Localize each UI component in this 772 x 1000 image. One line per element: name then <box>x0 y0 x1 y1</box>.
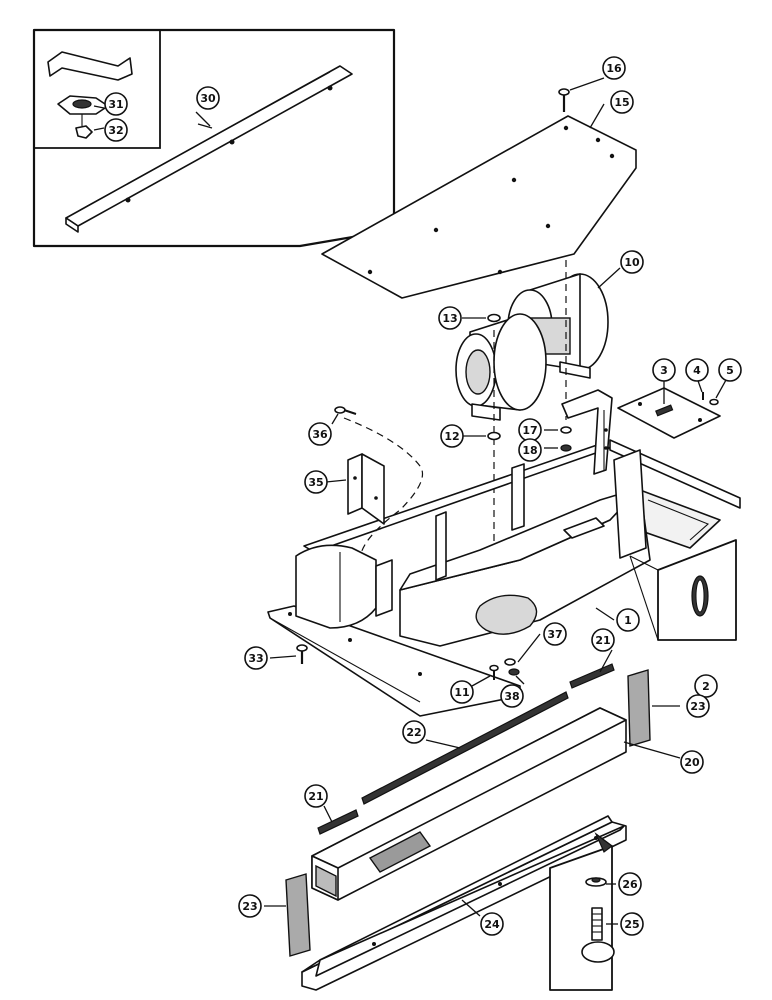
blower-duct <box>399 449 651 647</box>
callout-label: 21 <box>595 634 610 647</box>
callout-4: 4 <box>685 358 709 382</box>
callout-label: 35 <box>308 476 323 489</box>
callout-label: 30 <box>200 92 216 105</box>
callout-label: 1 <box>624 614 632 627</box>
callout-label: 22 <box>406 726 421 739</box>
callout-label: 18 <box>522 444 537 457</box>
bottom-rail <box>301 815 627 991</box>
callout-label: 15 <box>614 96 629 109</box>
callout-label: 17 <box>522 424 537 437</box>
callout-label: 25 <box>624 918 639 931</box>
callout-label: 36 <box>312 428 328 441</box>
inset-clip-bracket <box>47 51 133 139</box>
callout-label: 21 <box>308 790 323 803</box>
callout-32: 32 <box>104 118 128 142</box>
callout-label: 5 <box>726 364 734 377</box>
callout-23: 23 <box>238 894 262 918</box>
side-bracket <box>347 453 385 525</box>
callout-label: 32 <box>108 124 123 137</box>
callout-33: 33 <box>244 646 268 670</box>
callout-38: 38 <box>500 684 524 708</box>
thumbscrew-detail <box>549 832 615 991</box>
callout-label: 23 <box>690 700 705 713</box>
callout-30: 30 <box>196 86 220 110</box>
callout-label: 16 <box>606 62 622 75</box>
callout-label: 12 <box>444 430 459 443</box>
callout-2: 2 <box>694 674 718 698</box>
leader-lines <box>93 77 727 925</box>
lower-hardware <box>489 658 520 680</box>
callout-label: 3 <box>660 364 668 377</box>
callout-15: 15 <box>610 90 634 114</box>
filter-frame <box>311 707 627 901</box>
callout-26: 26 <box>618 872 642 896</box>
callout-35: 35 <box>304 470 328 494</box>
callout-label: 4 <box>693 364 701 377</box>
callout-label: 20 <box>684 756 700 769</box>
support-brackets <box>435 389 613 581</box>
callout-label: 13 <box>442 312 457 325</box>
callout-18: 18 <box>518 438 542 462</box>
blower-hardware <box>487 313 572 452</box>
callout-12: 12 <box>440 424 464 448</box>
callout-36: 36 <box>308 422 332 446</box>
callout-label: 24 <box>484 918 500 931</box>
cover-screw <box>558 88 570 112</box>
callout-label: 2 <box>702 680 710 693</box>
frame-bolt <box>296 644 308 664</box>
callout-label: 26 <box>622 878 638 891</box>
callout-31: 31 <box>104 92 128 116</box>
callout-3: 3 <box>652 358 676 382</box>
callout-11: 11 <box>450 680 474 704</box>
callout-1: 1 <box>616 608 640 632</box>
callout-label: 23 <box>242 900 257 913</box>
callout-21: 21 <box>304 784 328 808</box>
seal-strips <box>317 663 615 835</box>
callout-22: 22 <box>402 720 426 744</box>
grommet-detail-frame <box>629 539 737 641</box>
cover-plate <box>321 115 637 299</box>
callout-16: 16 <box>602 56 626 80</box>
housing-block <box>295 544 393 629</box>
callout-21: 21 <box>591 628 615 652</box>
callout-23: 23 <box>686 694 710 718</box>
callout-24: 24 <box>480 912 504 936</box>
callout-label: 33 <box>248 652 263 665</box>
callout-37: 37 <box>543 622 567 646</box>
callout-17: 17 <box>518 418 542 442</box>
bracket-screw <box>334 406 357 415</box>
callout-label: 10 <box>624 256 640 269</box>
callout-5: 5 <box>718 358 742 382</box>
callout-label: 38 <box>504 690 519 703</box>
gasket-pads <box>285 669 651 957</box>
callout-label: 11 <box>454 686 469 699</box>
callout-label: 31 <box>108 98 123 111</box>
callout-label: 37 <box>547 628 562 641</box>
callout-25: 25 <box>620 912 644 936</box>
access-plate <box>617 387 721 439</box>
plate-screw-and-washer <box>702 392 719 406</box>
inset-rail <box>65 65 353 233</box>
callout-13: 13 <box>438 306 462 330</box>
callout-20: 20 <box>680 750 704 774</box>
blower-motor <box>455 273 609 421</box>
callout-10: 10 <box>620 250 644 274</box>
